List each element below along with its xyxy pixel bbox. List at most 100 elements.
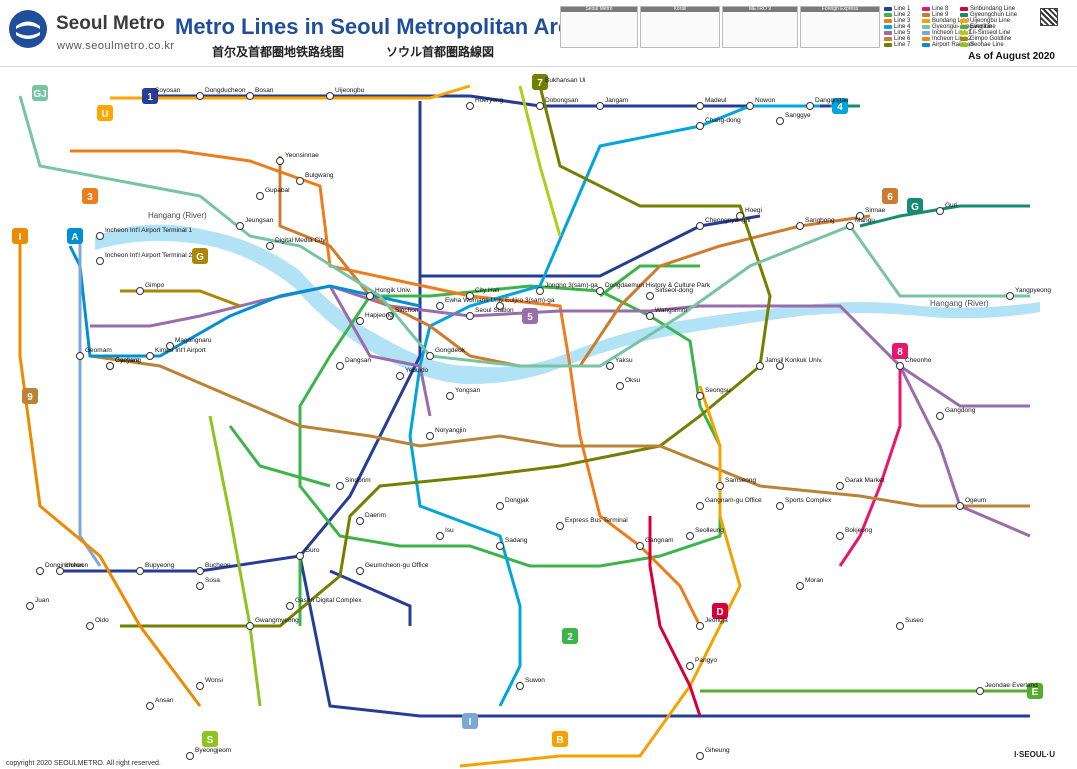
station-marker[interactable] [336,482,344,490]
station-marker[interactable] [616,382,624,390]
station-marker[interactable] [846,222,854,230]
station-label[interactable]: Sadang [505,537,528,544]
station-marker[interactable] [556,522,564,530]
station-marker[interactable] [696,392,704,400]
station-marker[interactable] [836,532,844,540]
station-marker[interactable] [936,412,944,420]
station-label[interactable]: Yangpyeong [1015,287,1051,294]
station-label[interactable]: Juan [35,597,49,604]
station-marker[interactable] [696,752,704,760]
station-marker[interactable] [276,157,284,165]
station-label[interactable]: Euljiro 3(sam)-ga [505,297,555,304]
station-label[interactable]: Pangyo [695,657,717,664]
station-label[interactable]: Bupyeong [145,562,175,569]
station-label[interactable]: Sosa [205,577,220,584]
station-label[interactable]: Isu [445,527,454,534]
station-label[interactable]: Oksu [625,377,641,384]
station-marker[interactable] [776,362,784,370]
station-marker[interactable] [336,362,344,370]
station-marker[interactable] [466,312,474,320]
station-marker[interactable] [96,257,104,265]
station-label[interactable]: Wonsi [205,677,223,684]
station-label[interactable]: Ogeum [965,497,986,504]
station-marker[interactable] [366,292,374,300]
station-label[interactable]: City Hall [475,287,500,294]
station-label[interactable]: Gangdong [945,407,976,414]
station-label[interactable]: Express Bus Terminal [565,517,628,524]
station-marker[interactable] [496,502,504,510]
station-label[interactable]: Jeungsan [245,217,274,224]
station-marker[interactable] [196,582,204,590]
station-label[interactable]: Bulgwang [305,172,334,179]
station-marker[interactable] [356,317,364,325]
station-marker[interactable] [56,567,64,575]
station-label[interactable]: Wangsimni [655,307,687,314]
station-marker[interactable] [76,352,84,360]
station-label[interactable]: Ewha Womans Univ. [445,297,505,304]
station-marker[interactable] [536,287,544,295]
station-marker[interactable] [196,92,204,100]
station-label[interactable]: Bokjeong [845,527,872,534]
station-marker[interactable] [236,222,244,230]
station-label[interactable]: Bosan [255,87,274,94]
station-label[interactable]: Suwon [525,677,545,684]
station-marker[interactable] [596,102,604,110]
station-label[interactable]: Noryangjin [435,427,466,434]
station-label[interactable]: Soyosan [155,87,181,94]
station-label[interactable]: Incheon [65,562,89,569]
station-label[interactable]: Kimpo Int'l Airport [155,347,206,354]
station-label[interactable]: Oido [95,617,109,624]
station-label[interactable]: Jamsil [765,357,784,364]
station-label[interactable]: Gangnam-gu Office [705,497,762,504]
station-marker[interactable] [836,482,844,490]
station-label[interactable]: Yeonsinnae [285,152,319,159]
station-marker[interactable] [686,532,694,540]
station-marker[interactable] [186,752,194,760]
station-marker[interactable] [296,177,304,185]
station-marker[interactable] [466,102,474,110]
station-label[interactable]: Ansan [155,697,174,704]
station-label[interactable]: Dongdaemun History & Culture Park [605,282,711,289]
station-label[interactable]: Moran [805,577,824,584]
station-label[interactable]: Gongdeok [435,347,466,354]
station-marker[interactable] [36,567,44,575]
station-label[interactable]: Giheung [705,747,730,754]
station-label[interactable]: Cheongnyangni [705,217,751,224]
station-marker[interactable] [796,582,804,590]
station-marker[interactable] [466,292,474,300]
station-marker[interactable] [356,517,364,525]
station-label[interactable]: Geumcheon-gu Office [365,562,429,569]
station-marker[interactable] [956,502,964,510]
station-marker[interactable] [756,362,764,370]
station-label[interactable]: Jeondae·Everland [985,682,1038,689]
station-label[interactable]: Bucheon [205,562,231,569]
station-label[interactable]: Sangbong [805,217,835,224]
station-marker[interactable] [86,622,94,630]
station-marker[interactable] [426,432,434,440]
station-label[interactable]: Gupabal [265,187,290,194]
brand-url[interactable]: www.seoulmetro.co.kr [57,40,175,52]
station-label[interactable]: Magongnaru [175,337,212,344]
station-label[interactable]: Guro [305,547,320,554]
station-marker[interactable] [796,222,804,230]
station-marker[interactable] [436,302,444,310]
station-marker[interactable] [426,352,434,360]
station-label[interactable]: Sinseol-dong [655,287,693,294]
station-marker[interactable] [776,502,784,510]
station-marker[interactable] [976,687,984,695]
station-label[interactable]: Chang-dong [705,117,741,124]
station-label[interactable]: Cheonho [905,357,932,364]
station-marker[interactable] [516,682,524,690]
station-marker[interactable] [446,392,454,400]
station-marker[interactable] [26,602,34,610]
station-marker[interactable] [196,682,204,690]
station-marker[interactable] [856,212,864,220]
station-label[interactable]: Gwangmyeong [255,617,299,624]
station-marker[interactable] [806,102,814,110]
station-marker[interactable] [646,312,654,320]
station-label[interactable]: Nowon [755,97,776,104]
station-label[interactable]: Hapjeong [365,312,393,319]
station-label[interactable]: Samseong [725,477,756,484]
station-marker[interactable] [596,287,604,295]
station-label[interactable]: Gaehwa [115,357,140,364]
